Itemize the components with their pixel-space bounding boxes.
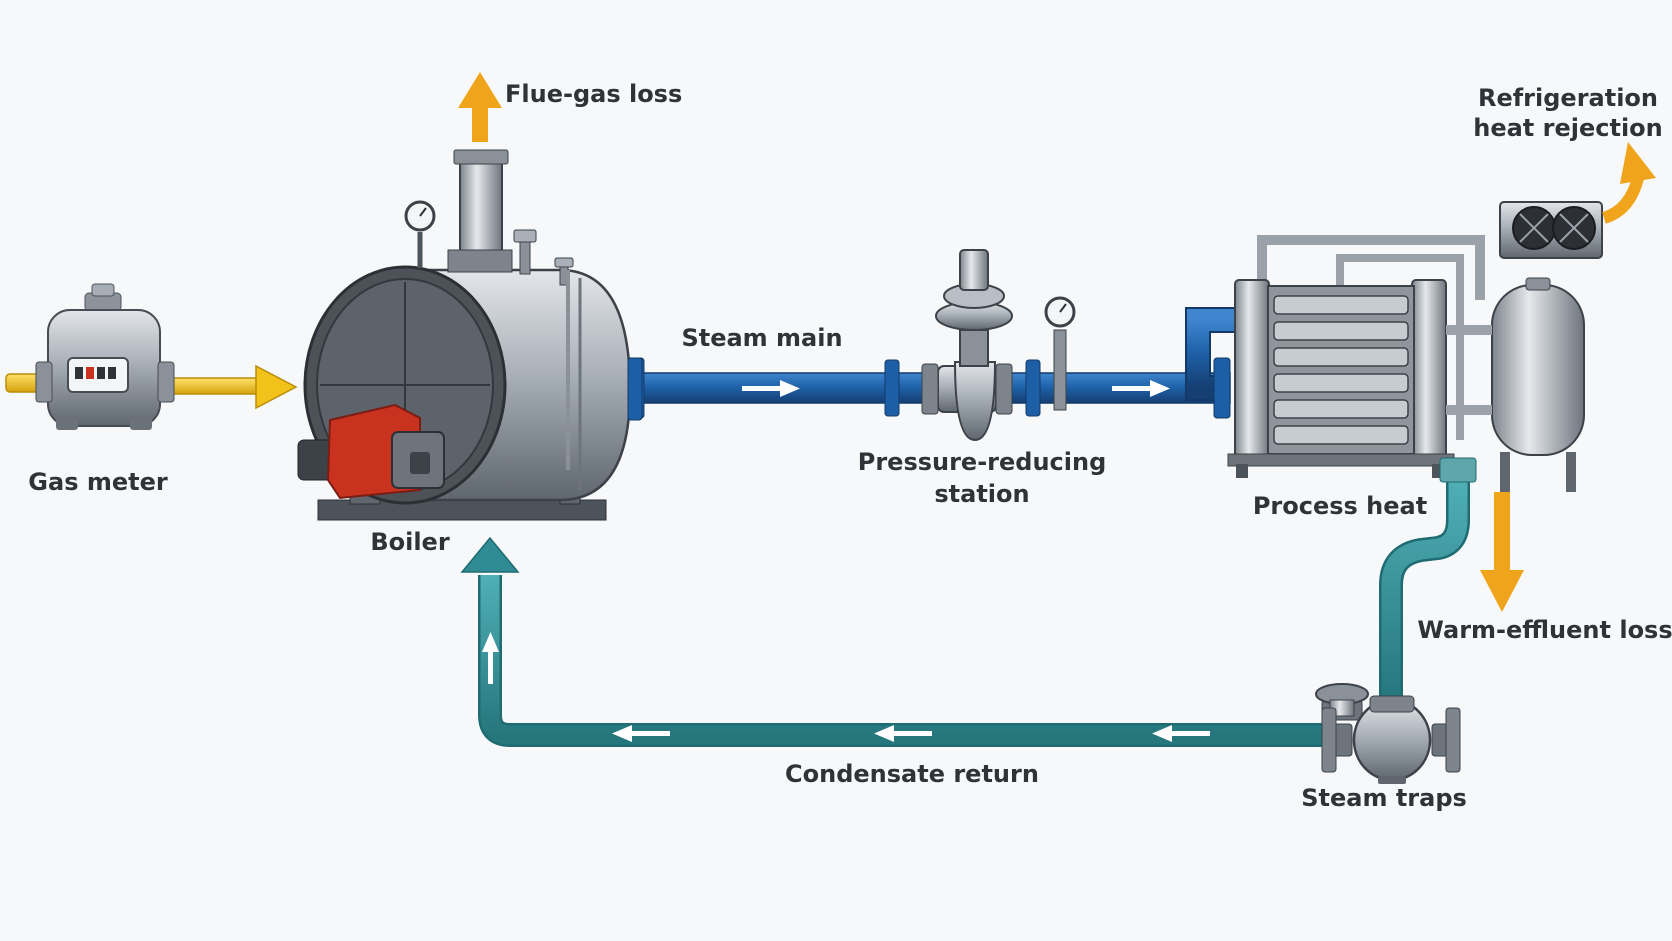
process-heat-label: Process heat: [1253, 492, 1427, 520]
pressure-reducing-valve: [921, 249, 1013, 442]
steam-pressure-gauge: [1044, 296, 1076, 411]
refrigeration-condenser-unit: [1499, 201, 1603, 259]
gas-meter: [35, 283, 175, 430]
boiler: [297, 149, 643, 521]
gas-meter-label: Gas meter: [28, 468, 168, 496]
flue-gas-loss-arrow: [458, 72, 502, 142]
prs-label-line2: station: [934, 480, 1029, 508]
condensate-inlet-arrow: [460, 536, 520, 573]
flue-gas-loss-label: Flue-gas loss: [505, 80, 682, 108]
gas-flow-arrow: [255, 364, 298, 410]
warm-effluent-loss-arrow: [1480, 492, 1524, 612]
steam-traps-label: Steam traps: [1301, 784, 1467, 812]
prs-label-line1: Pressure-reducing: [858, 448, 1107, 476]
refrigeration-label-line1: Refrigeration: [1478, 84, 1658, 112]
refrigeration-label-line2: heat rejection: [1473, 114, 1663, 142]
warm-effluent-loss-label: Warm-effluent loss: [1417, 616, 1672, 644]
steam-flow-arrows: [742, 380, 1170, 397]
condensate-flow-arrows: [482, 632, 1210, 742]
condensate-return-label: Condensate return: [785, 760, 1039, 788]
steam-main-label: Steam main: [681, 324, 842, 352]
gas-supply-pipe: [5, 364, 298, 410]
boiler-label: Boiler: [370, 528, 450, 556]
refrigeration-heat-rejection-arrow: [1601, 142, 1656, 224]
steam-trap: [1315, 683, 1461, 784]
process-heat-exchanger: [1227, 235, 1585, 492]
condensate-return-pipe: [460, 478, 1470, 747]
